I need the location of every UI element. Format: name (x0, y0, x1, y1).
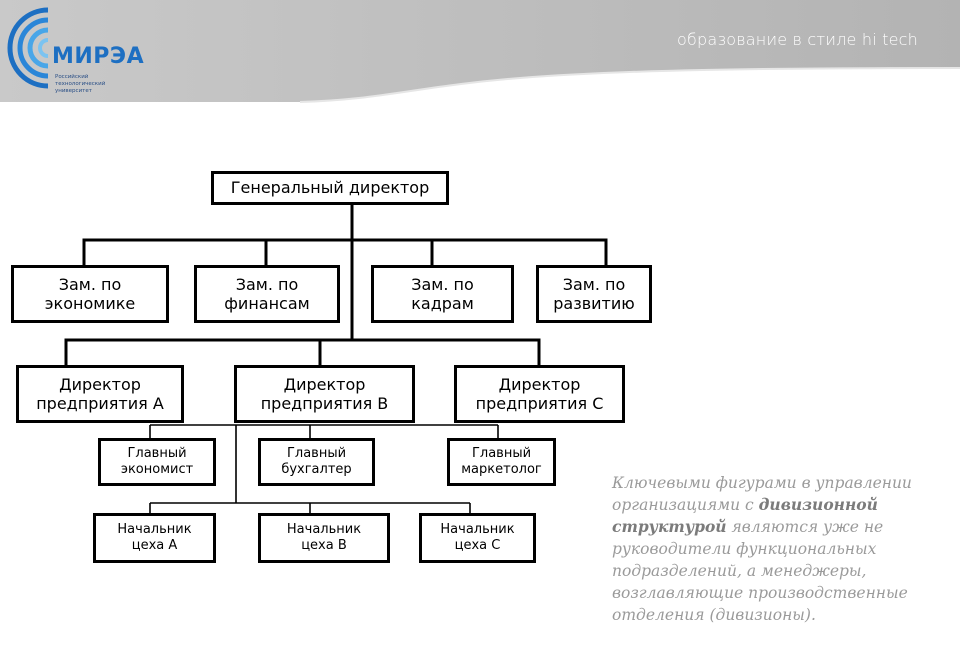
director-enterprise-a-box: Директор предприятия А (16, 365, 184, 423)
shop-head-a-box: Начальник цеха А (93, 513, 216, 563)
shop-head-c-box: Начальник цеха С (419, 513, 536, 563)
divisional-structure-note: Ключевыми фигурами в управлении организа… (612, 474, 912, 624)
chief-accountant-box: Главный бухгалтер (258, 438, 375, 486)
logo-subtitle: Российский технологический университет (55, 74, 106, 94)
chief-economist-box: Главный экономист (98, 438, 216, 486)
page-header: МИРЭА Российский технологический универс… (0, 0, 960, 105)
chief-marketer-box: Главный маркетолог (447, 438, 556, 486)
header-tagline: образование в стиле hi tech (677, 30, 918, 49)
shop-head-b-box: Начальник цеха В (258, 513, 390, 563)
signal-waves-icon (7, 7, 49, 89)
director-enterprise-c-box: Директор предприятия С (454, 365, 625, 423)
director-enterprise-b-box: Директор предприятия В (234, 365, 415, 423)
deputy-finance-box: Зам. по финансам (194, 265, 340, 323)
general-director-box: Генеральный директор (211, 171, 449, 205)
deputy-hr-box: Зам. по кадрам (371, 265, 514, 323)
note-emphasis: дивизионной структурой (612, 495, 878, 536)
header-banner (0, 0, 960, 103)
mirea-logo[interactable]: МИРЭА Российский технологический универс… (4, 2, 164, 102)
deputy-economics-box: Зам. по экономике (11, 265, 169, 323)
logo-wordmark: МИРЭА (52, 44, 145, 69)
deputy-development-box: Зам. по развитию (536, 265, 652, 323)
